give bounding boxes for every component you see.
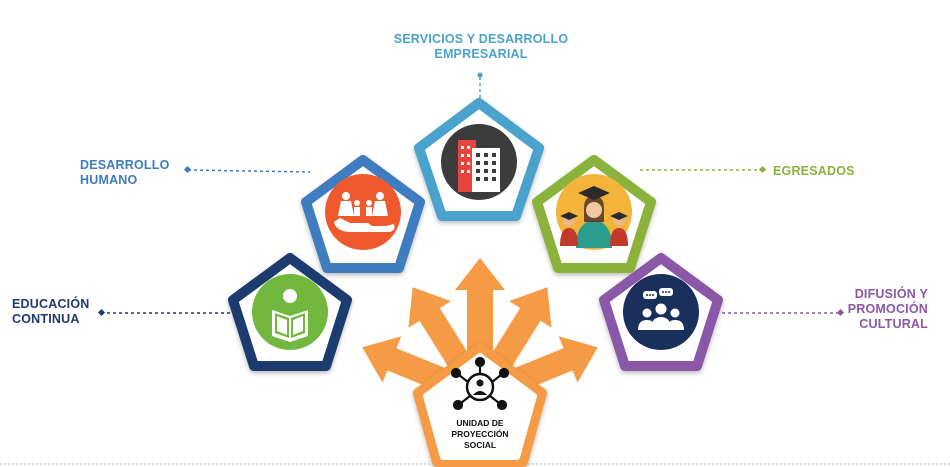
center-hub — [413, 343, 547, 467]
reading-person-icon — [272, 289, 308, 342]
dot-egresados — [758, 165, 767, 174]
dot-educacion — [97, 308, 106, 317]
label-center: UNIDAD DE PROYECCIÓN SOCIAL — [451, 418, 509, 450]
label-difusion: DIFUSIÓN Y PROMOCIÓN CULTURAL — [847, 287, 928, 331]
label-educacion-continua: EDUCACIÓN CONTINUA — [12, 297, 90, 326]
label-egresados: EGRESADOS — [773, 164, 855, 178]
label-desarrollo-humano: DESARROLLO HUMANO — [80, 158, 170, 187]
people-chat-icon — [638, 288, 684, 330]
connector-desarrollo — [187, 169, 311, 173]
dot-servicios — [477, 72, 483, 78]
graduates-icon — [560, 186, 628, 248]
connectors — [101, 77, 840, 314]
building-icon — [458, 140, 500, 192]
connector-dots — [97, 72, 845, 317]
node-desarrollo-circle — [325, 174, 401, 250]
network-user-icon — [450, 356, 510, 411]
dot-difusion — [836, 308, 845, 317]
label-servicios: SERVICIOS Y DESARROLLO EMPRESARIAL — [393, 32, 569, 61]
dot-desarrollo — [183, 165, 192, 174]
family-hand-icon — [334, 192, 395, 232]
node-educacion-circle — [252, 274, 328, 350]
center-hub-fill — [423, 353, 537, 460]
